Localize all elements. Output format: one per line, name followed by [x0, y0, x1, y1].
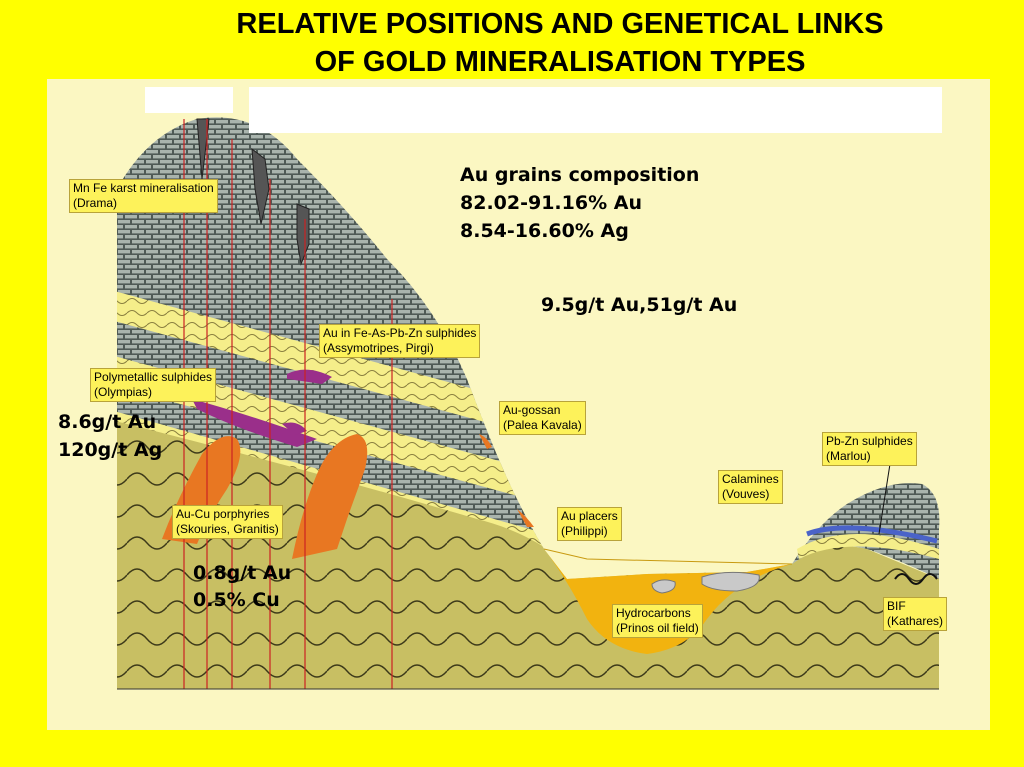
label-calamines: Calamines(Vouves) — [718, 470, 783, 504]
label-pb-zn-sulphides: Pb-Zn sulphides(Marlou) — [822, 432, 917, 466]
label-au-fe-as-pb-zn: Au in Fe-As-Pb-Zn sulphides(Assymotripes… — [319, 324, 481, 358]
label-mn-fe-karst: Mn Fe karst mineralisation(Drama) — [69, 179, 218, 213]
sulphide-grades: 9.5g/t Au,51g/t Au — [541, 294, 738, 316]
obscured-text-box-left — [145, 87, 233, 113]
composition-ag: 8.54-16.60% Ag — [460, 220, 629, 242]
porphyry-au-grade: 0.8g/t Au — [193, 562, 292, 584]
olympias-ag-grade: 120g/t Ag — [58, 439, 163, 461]
fault-lines — [183, 119, 393, 689]
karst-cavity-2 — [251, 147, 270, 225]
label-bif: BIF(Kathares) — [883, 597, 948, 631]
composition-title: Au grains composition — [460, 164, 700, 186]
hydrocarbon-blob-1 — [651, 579, 676, 594]
sulphide-lens-pirgi — [287, 369, 332, 384]
title-line-1: RELATIVE POSITIONS AND GENETICAL LINKS — [236, 8, 884, 40]
sulphide-lens-mid — [282, 422, 307, 435]
label-au-gossan: Au-gossan(Palea Kavala) — [499, 401, 586, 435]
diagram-panel: Mn Fe karst mineralisation(Drama) Au in … — [47, 79, 990, 730]
label-hydrocarbons: Hydrocarbons(Prinos oil field) — [612, 604, 703, 638]
porphyry-right — [292, 434, 368, 559]
sulphide-lens-olympias — [192, 399, 317, 447]
label-polymetallic: Polymetallic sulphides(Olympias) — [90, 368, 217, 402]
obscured-text-box — [249, 87, 942, 133]
composition-au: 82.02-91.16% Au — [460, 192, 642, 214]
porphyry-cu-grade: 0.5% Cu — [193, 589, 280, 611]
karst-cavity-1 — [196, 118, 210, 180]
title-line-2: OF GOLD MINERALISATION TYPES — [314, 46, 806, 78]
label-au-placers: Au placers(Philippi) — [557, 507, 622, 541]
hydrocarbon-blob-2 — [701, 571, 760, 592]
label-au-cu-porphyries: Au-Cu porphyries(Skouries, Granitis) — [172, 505, 283, 539]
olympias-au-grade: 8.6g/t Au — [58, 411, 157, 433]
